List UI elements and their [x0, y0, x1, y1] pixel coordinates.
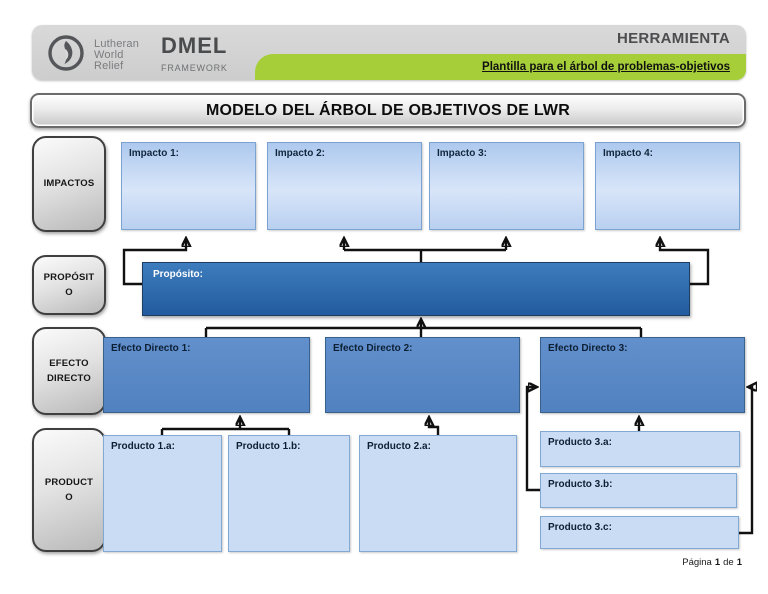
lwr-flame-icon [46, 31, 86, 80]
sidebar-item-proposito: PROPÓSIT O [32, 255, 106, 315]
producto-2a-box[interactable]: Producto 2.a: [359, 435, 517, 552]
sidebar-label: PROPÓSIT [43, 271, 95, 283]
impacto-4-box[interactable]: Impacto 4: [595, 142, 740, 230]
efecto-directo-2-label: Efecto Directo 2: [333, 343, 413, 354]
producto-3a-label: Producto 3.a: [548, 437, 612, 448]
sidebar-label: EFECTO [49, 357, 89, 369]
title-banner: MODELO DEL ÁRBOL DE OBJETIVOS DE LWR [30, 93, 746, 128]
brand-title: DMEL [161, 33, 228, 58]
producto-1b-box[interactable]: Producto 1.b: [228, 435, 350, 552]
proposito-box[interactable]: Propósito: [142, 262, 690, 316]
sidebar-label: DIRECTO [47, 373, 91, 384]
producto-3a-box[interactable]: Producto 3.a: [540, 431, 740, 467]
impacto-3-label: Impacto 3: [437, 148, 488, 159]
efecto-directo-1-box[interactable]: Efecto Directo 1: [103, 337, 310, 413]
footer-prefix: Página [682, 557, 712, 568]
impacto-1-label: Impacto 1: [129, 148, 180, 159]
green-ribbon: Plantilla para el árbol de problemas-obj… [255, 54, 746, 80]
producto-3b-label: Producto 3.b: [548, 479, 613, 490]
efecto-directo-1-label: Efecto Directo 1: [111, 343, 191, 354]
producto-3b-box[interactable]: Producto 3.b: [540, 473, 737, 508]
sidebar-label: PRODUCT [44, 476, 94, 488]
producto-1b-label: Producto 1.b: [236, 441, 301, 452]
org-name: Lutheran World Relief [94, 38, 140, 72]
efecto-directo-3-label: Efecto Directo 3: [548, 343, 628, 354]
impacto-1-box[interactable]: Impacto 1: [121, 142, 256, 230]
efecto-directo-2-box[interactable]: Efecto Directo 2: [325, 337, 520, 413]
sidebar-item-efecto-directo: EFECTO DIRECTO [32, 327, 106, 415]
impacto-3-box[interactable]: Impacto 3: [429, 142, 584, 230]
sidebar-label: IMPACTOS [43, 178, 95, 190]
sidebar-label: O [65, 492, 73, 503]
producto-3c-box[interactable]: Producto 3.c: [540, 516, 739, 549]
dmel-brand: DMEL FRAMEWORK [161, 35, 228, 76]
producto-1a-box[interactable]: Producto 1.a: [103, 435, 222, 552]
producto-3c-label: Producto 3.c: [548, 522, 612, 533]
footer-page-number: 1 [714, 557, 721, 568]
sidebar-item-impactos: IMPACTOS [32, 136, 106, 232]
sidebar-label: O [65, 287, 73, 298]
header-bar: Lutheran World Relief DMEL FRAMEWORK HER… [32, 25, 746, 80]
sidebar-item-producto: PRODUCT O [32, 428, 106, 552]
lwr-logo: Lutheran World Relief DMEL FRAMEWORK [46, 31, 228, 80]
impacto-2-box[interactable]: Impacto 2: [267, 142, 422, 230]
impacto-4-label: Impacto 4: [603, 148, 654, 159]
arrow-producto-2a-to-efecto-2 [429, 418, 440, 435]
producto-1a-label: Producto 1.a: [111, 441, 175, 452]
brand-subtitle: FRAMEWORK [161, 63, 228, 73]
producto-2a-label: Producto 2.a: [367, 441, 431, 452]
impacto-2-label: Impacto 2: [275, 148, 326, 159]
tool-title: HERRAMIENTA [616, 30, 730, 47]
template-link[interactable]: Plantilla para el árbol de problemas-obj… [482, 61, 730, 73]
efecto-directo-3-box[interactable]: Efecto Directo 3: [540, 337, 745, 413]
proposito-label: Propósito: [153, 269, 203, 280]
footer-separator: de [723, 557, 734, 568]
footer-total-pages: 1 [736, 557, 742, 568]
arrow-producto-3b-to-efecto-3 [525, 387, 540, 492]
page-title: MODELO DEL ÁRBOL DE OBJETIVOS DE LWR [206, 101, 570, 119]
